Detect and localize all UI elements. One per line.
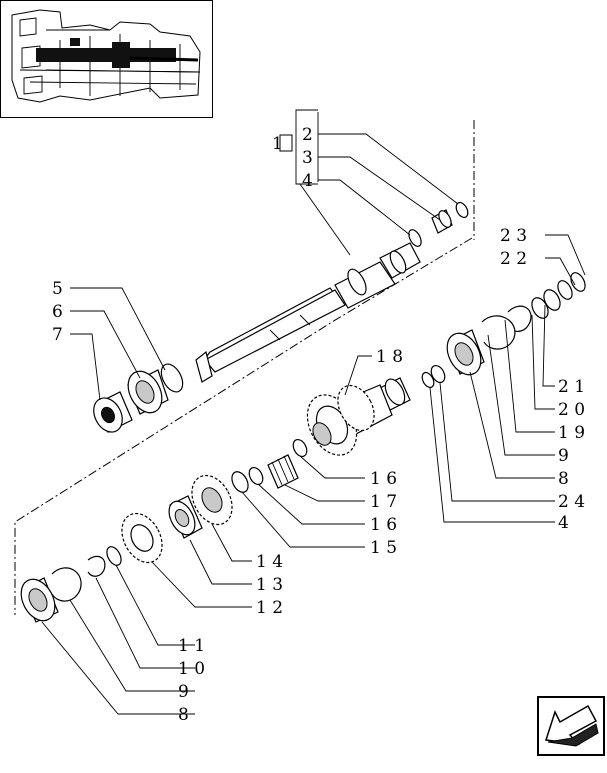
callout-5: 5 bbox=[52, 279, 63, 299]
leader-lines bbox=[41, 133, 586, 715]
shaft-end-parts bbox=[408, 201, 469, 247]
callout-20: 2 0 bbox=[558, 400, 585, 420]
callout-12: 1 2 bbox=[256, 598, 283, 618]
callout-2: 2 bbox=[302, 125, 313, 145]
callout-9: 9 bbox=[558, 446, 569, 466]
callout-8: 8 bbox=[558, 469, 569, 489]
callout-16b: 1 6 bbox=[370, 515, 397, 535]
gear-cluster bbox=[248, 377, 411, 489]
right-end-group bbox=[421, 272, 586, 389]
gear-group-lower bbox=[121, 471, 249, 564]
callout-10: 1 0 bbox=[178, 659, 205, 679]
lower-left-group bbox=[20, 546, 122, 623]
callout-16: 1 6 bbox=[370, 469, 397, 489]
next-page-arrow-icon[interactable] bbox=[537, 696, 605, 756]
assembly-dashdot-outline bbox=[14, 237, 473, 615]
callout-13: 1 3 bbox=[256, 575, 283, 595]
callout-23: 2 3 bbox=[500, 226, 527, 246]
callout-labels: 2 3 4 2 3 2 2 5 6 7 1 8 2 1 2 0 1 9 9 8 … bbox=[52, 125, 585, 725]
transmission-thumbnail bbox=[0, 0, 213, 118]
main-shaft bbox=[195, 242, 421, 383]
callout-22: 2 2 bbox=[500, 249, 527, 269]
callout-6: 6 bbox=[52, 302, 63, 322]
callout-15: 1 5 bbox=[370, 538, 397, 558]
callout-14: 1 4 bbox=[256, 552, 283, 572]
callout-8b: 8 bbox=[178, 705, 189, 725]
callout-4b: 4 bbox=[558, 513, 569, 533]
callout-9b: 9 bbox=[178, 682, 189, 702]
callout-17: 1 7 bbox=[370, 492, 397, 512]
callout-bracket: 1 bbox=[272, 109, 319, 185]
left-bearing-group bbox=[93, 363, 184, 433]
callout-3: 3 bbox=[302, 148, 313, 168]
bracket-box-label: 1 bbox=[272, 134, 283, 154]
callout-18: 1 8 bbox=[376, 347, 403, 367]
callout-11: 1 1 bbox=[178, 636, 205, 656]
callout-21: 2 1 bbox=[558, 377, 585, 397]
callout-4: 4 bbox=[302, 171, 313, 191]
callout-19: 1 9 bbox=[558, 423, 585, 443]
callout-24: 2 4 bbox=[558, 492, 585, 512]
callout-7: 7 bbox=[52, 325, 63, 345]
